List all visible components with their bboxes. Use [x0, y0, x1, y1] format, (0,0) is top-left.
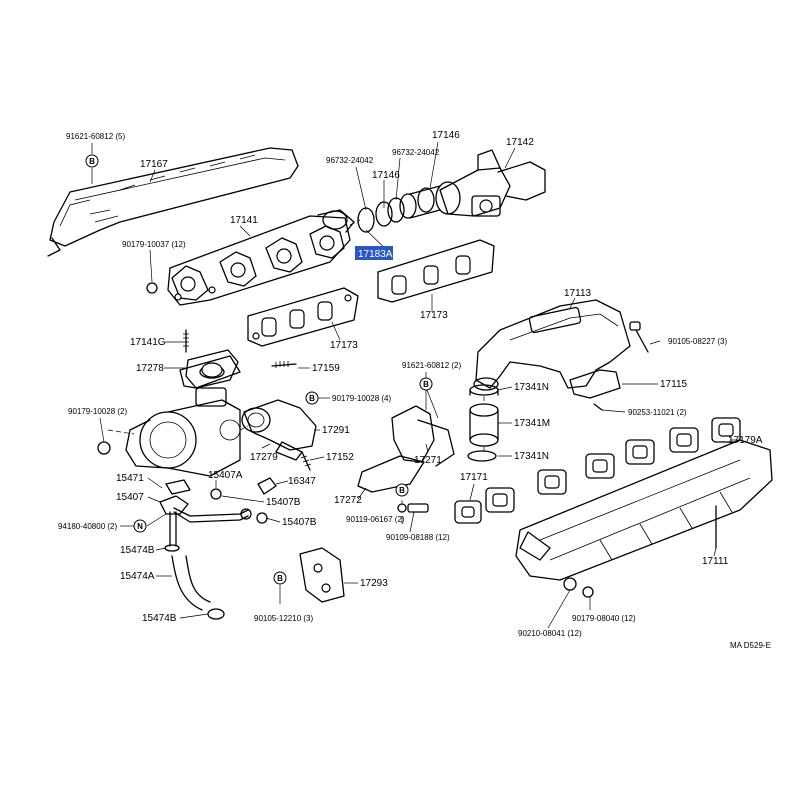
callout-90253-11021[interactable]: 90253-11021 (2)	[628, 408, 687, 417]
callout-96732-24042[interactable]: 96732-24042	[326, 156, 374, 165]
svg-text:B: B	[309, 394, 315, 403]
oil-return-hose-part[interactable]	[171, 555, 225, 620]
callout-17141g[interactable]: 17141G	[130, 337, 166, 348]
callout-17183a[interactable]: 17183A	[358, 249, 393, 260]
badge-b-6: B	[273, 571, 287, 585]
intake-hose-part[interactable]	[467, 384, 499, 462]
callout-15471[interactable]: 15471	[116, 473, 144, 484]
svg-text:B: B	[277, 574, 283, 583]
callout-17183a-highlight	[355, 246, 393, 260]
badge-b-2: B	[419, 377, 433, 391]
callout-15474b[interactable]: 15474B	[120, 545, 155, 556]
callout-90105-08227[interactable]: 90105-08227 (3)	[668, 337, 727, 346]
callout-90105-12210[interactable]: 90105-12210 (3)	[254, 614, 313, 623]
svg-text:N: N	[137, 522, 143, 531]
stud-bolts[interactable]	[183, 321, 649, 471]
callout-91621-60812-2[interactable]: 91621-60812 (2)	[402, 361, 461, 370]
callout-90109-08188[interactable]: 90109-08188 (12)	[386, 533, 450, 542]
callout-15407a[interactable]: 15407A	[208, 470, 243, 481]
callout-17293[interactable]: 17293	[360, 578, 388, 589]
exhaust-manifold-front-part[interactable]	[167, 209, 355, 306]
turbo-heat-insulator-part[interactable]	[357, 405, 455, 493]
callout-15474a[interactable]: 15474A	[120, 571, 155, 582]
turbo-flange-gasket[interactable]	[185, 349, 239, 389]
callout-90210-08041[interactable]: 90210-08041 (12)	[518, 629, 582, 638]
badge-b-1: B	[85, 154, 99, 168]
callout-17271[interactable]: 17271	[414, 455, 442, 466]
callout-15407[interactable]: 15407	[116, 492, 144, 503]
svg-text:B: B	[423, 380, 429, 389]
intake-pipe-part[interactable]	[473, 299, 631, 399]
callout-17179a[interactable]: 17179A	[728, 435, 763, 446]
badge-b-3: B	[305, 391, 319, 405]
callout-17291[interactable]: 17291	[322, 425, 350, 436]
callout-17115[interactable]: 17115	[660, 379, 688, 390]
intake-manifold-part[interactable]	[515, 439, 773, 581]
callout-17111[interactable]: 17111	[702, 556, 729, 567]
svg-text:B: B	[399, 486, 405, 495]
callout-17272[interactable]: 17272	[334, 495, 362, 506]
callout-17278[interactable]: 17278	[136, 363, 164, 374]
callout-17279[interactable]: 17279	[250, 452, 278, 463]
exhaust-manifold-rear-part[interactable]	[435, 149, 546, 217]
callout-15407b-b[interactable]: 15407B	[282, 517, 317, 528]
callout-90179-10028-2[interactable]: 90179-10028 (2)	[68, 407, 127, 416]
callout-17173[interactable]: 17173	[420, 310, 448, 321]
callout-17341n-b[interactable]: 17341N	[514, 451, 549, 462]
callout-17173-b[interactable]: 17173	[330, 340, 358, 351]
callout-17152[interactable]: 17152	[326, 452, 354, 463]
callout-17146-b[interactable]: 17146	[372, 170, 400, 181]
assembly-centerlines	[107, 219, 485, 452]
manifold-bracket-part[interactable]	[299, 547, 345, 603]
callout-17341m[interactable]: 17341M	[514, 418, 550, 429]
leader-lines	[91, 141, 740, 629]
callout-96732-24042-b[interactable]: 96732-24042	[392, 148, 440, 157]
turbo-elbow-part[interactable]	[241, 399, 317, 461]
exhaust-manifold-gasket-rear[interactable]	[377, 239, 495, 303]
callout-17141[interactable]: 17141	[230, 215, 258, 226]
exhaust-manifold-gasket-front[interactable]	[247, 287, 359, 347]
callout-15407b[interactable]: 15407B	[266, 497, 301, 508]
callout-15474b-b[interactable]: 15474B	[142, 613, 177, 624]
callout-94180-40800[interactable]: 94180-40800 (2)	[58, 522, 117, 531]
turbocharger-part[interactable]	[125, 355, 241, 477]
callout-90179-08040[interactable]: 90179-08040 (12)	[572, 614, 636, 623]
callout-17171[interactable]: 17171	[460, 472, 488, 483]
svg-text:B: B	[89, 157, 95, 166]
badge-n-5: N	[133, 519, 147, 533]
heat-insulator-part[interactable]	[47, 147, 299, 257]
diagram-code: MA D529-E	[730, 641, 771, 650]
badge-b-4: B	[395, 483, 409, 497]
misc-fasteners[interactable]	[97, 282, 594, 598]
callout-17142[interactable]: 17142	[506, 137, 534, 148]
callout-17159[interactable]: 17159	[312, 363, 340, 374]
callout-17167[interactable]: 17167	[140, 159, 168, 170]
callout-17341n[interactable]: 17341N	[514, 382, 549, 393]
callout-90179-10037[interactable]: 90179-10037 (12)	[122, 240, 186, 249]
callout-16347[interactable]: 16347	[288, 476, 316, 487]
oil-pipe-part[interactable]	[159, 479, 252, 552]
callout-91621-60812-5[interactable]: 91621-60812 (5)	[66, 132, 125, 141]
seal-ring-set[interactable]	[357, 185, 441, 233]
callout-90119-06167[interactable]: 90119-06167 (2)	[346, 515, 405, 524]
callout-17146[interactable]: 17146	[432, 130, 460, 141]
callout-17113[interactable]: 17113	[564, 288, 592, 299]
callout-90179-10028-4[interactable]: 90179-10028 (4)	[332, 394, 391, 403]
intake-manifold-gasket-row[interactable]	[454, 417, 741, 524]
